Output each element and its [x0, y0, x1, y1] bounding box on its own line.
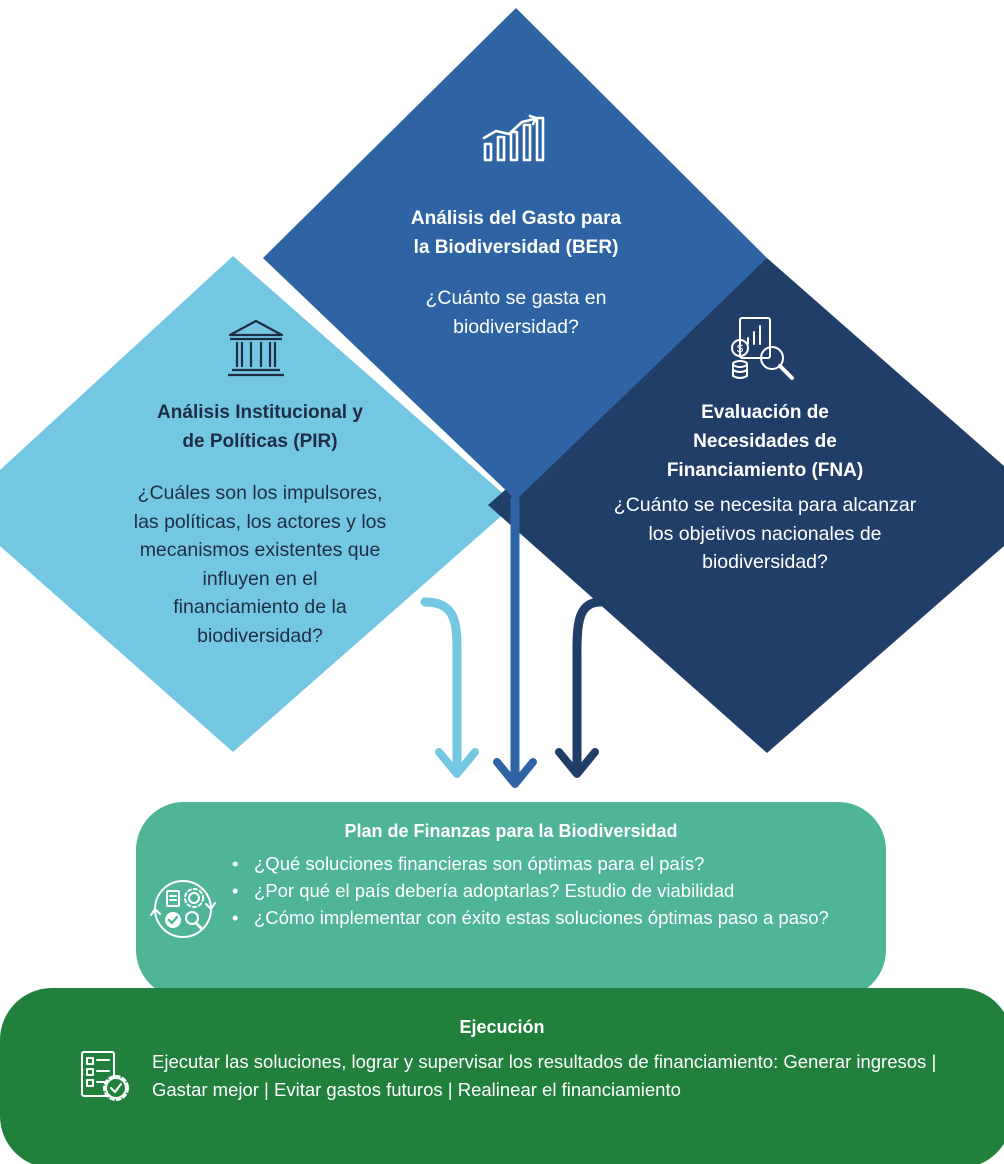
pir-title: Análisis Institucional y de Políticas (P… [60, 398, 460, 456]
pir-question-line-2: las políticas, los actores y los [133, 510, 387, 533]
arrow-pir-head [435, 748, 479, 778]
strategy-cycle-icon [150, 880, 216, 938]
pir-question-line-1: ¿Cuáles son los impulsores, [137, 482, 383, 504]
arrow-pir [420, 597, 462, 773]
ber-question: ¿Cuánto se gasta en biodiversidad? [331, 284, 701, 341]
pir-question-line-4: influyen en el [202, 567, 318, 590]
arrow-fna-head [555, 748, 599, 778]
pir-question-line-6: biodiversidad? [197, 624, 323, 647]
checklist-gear-icon [81, 1051, 129, 1101]
ber-title: Análisis del Gasto para la Biodiversidad… [331, 204, 701, 262]
pir-diamond [0, 256, 515, 752]
ber-diamond [263, 8, 767, 500]
pir-question-line-5: financiamiento de la [173, 596, 347, 618]
fna-title-line-2: Necesidades de [693, 431, 837, 452]
pir-question-line-3: mecanismos existentes que [139, 539, 381, 561]
financial-analysis-icon: $ [731, 317, 794, 380]
arrow-ber-head [493, 758, 537, 788]
plan-bullet-1: ¿Qué soluciones financieras son óptimas … [228, 850, 878, 877]
plan-bullet-list: ¿Qué soluciones financieras son óptimas … [228, 850, 878, 931]
plan-bullet-3: ¿Cómo implementar con éxito estas soluci… [228, 904, 878, 931]
arrow-fna [572, 597, 606, 773]
ber-title-line-2: la Biodiversidad (BER) [413, 237, 619, 258]
ber-title-line-1: Análisis del Gasto para [410, 208, 622, 229]
fna-diamond [488, 258, 1004, 753]
fna-title-line-1: Evaluación de [701, 402, 829, 423]
execution-text: Ejecutar las soluciones, lograr y superv… [152, 1051, 937, 1100]
execution-title: Ejecución [459, 1017, 545, 1037]
pir-question: ¿Cuáles son los impulsores, las política… [60, 479, 460, 650]
plan-bullet-2: ¿Por qué el país debería adoptarlas? Est… [228, 877, 878, 904]
pir-title-line-2: de Políticas (PIR) [182, 431, 338, 452]
fna-question-line-2: los objetivos nacionales de [648, 522, 882, 545]
pir-title-line-1: Análisis Institucional y [157, 402, 363, 423]
ber-question-line-2: biodiversidad? [453, 315, 579, 338]
svg-text:$: $ [737, 343, 743, 355]
fna-question: ¿Cuánto se necesita para alcanzar los ob… [565, 491, 965, 577]
bar-chart-growth-icon [482, 114, 545, 162]
ber-question-line-1: ¿Cuánto se gasta en [425, 287, 607, 309]
fna-title-line-3: Financiamiento (FNA) [666, 460, 864, 481]
execution-box [0, 988, 1004, 1164]
fna-question-line-3: biodiversidad? [702, 551, 828, 573]
plan-title: Plan de Finanzas para la Biodiversidad [344, 821, 678, 841]
fna-title: Evaluación de Necesidades de Financiamie… [565, 398, 965, 485]
fna-question-line-1: ¿Cuánto se necesita para alcanzar [613, 494, 917, 516]
government-building-icon [228, 319, 284, 377]
